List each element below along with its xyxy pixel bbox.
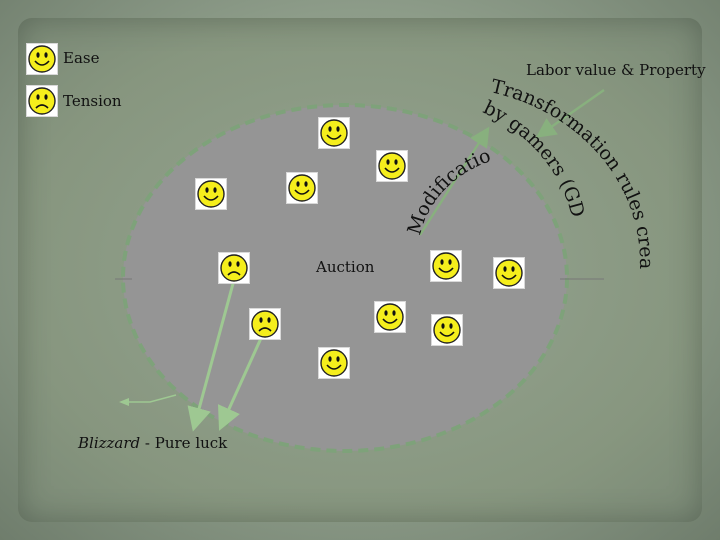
frown-icon (250, 309, 280, 339)
blizzard-arrow-1 (187, 279, 236, 432)
modification-arrow (418, 126, 490, 236)
blizzard-pointer-line (123, 394, 177, 403)
modification-label: Modification (0, 0, 494, 237)
smiley-icon (432, 315, 462, 345)
smiley-icon (196, 179, 226, 209)
smiley-icon (287, 173, 317, 203)
legend-ease-label: Ease (63, 49, 100, 67)
labor-value-arrow (535, 88, 605, 138)
smiley-icon (319, 118, 349, 148)
legend-smiley-icon (27, 44, 57, 74)
smiley-icon (375, 302, 405, 332)
auction-label: Auction (316, 258, 375, 276)
smiley-icon (494, 258, 524, 288)
smiley-icon (431, 251, 461, 281)
blizzard-suffix: - Pure luck (140, 434, 228, 452)
domain-ellipse (121, 103, 569, 453)
frown-icon (219, 253, 249, 283)
labor-value-label: Labor value & Property (526, 61, 706, 79)
blizzard-arrow-2 (218, 335, 264, 431)
smiley-icon (319, 348, 349, 378)
blizzard-pointer-head (119, 398, 129, 406)
legend-tension-label: Tension (63, 92, 122, 110)
blizzard-name: Blizzard (78, 434, 141, 452)
smiley-icon (377, 151, 407, 181)
legend-frown-icon (27, 86, 57, 116)
blizzard-label: Blizzard - Pure luck (78, 434, 227, 452)
